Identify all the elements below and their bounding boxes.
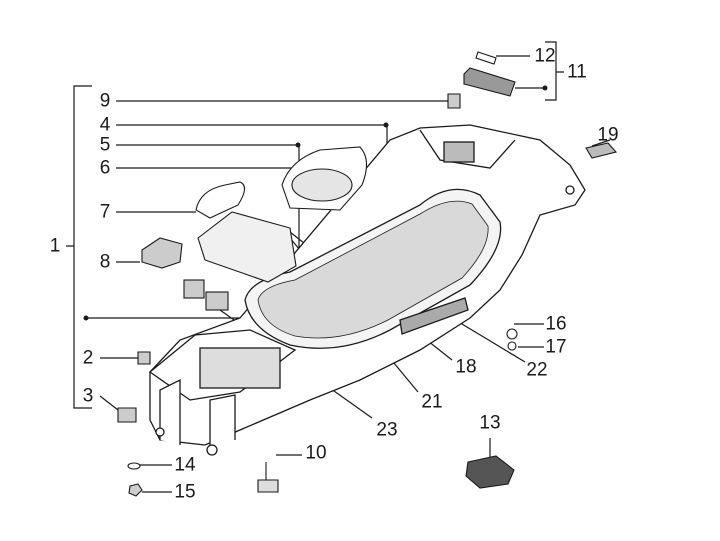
part-2-clip xyxy=(137,351,151,365)
callout-2: 2 xyxy=(82,347,94,369)
part-16-17-washers xyxy=(506,328,518,340)
callout-3: 3 xyxy=(82,385,94,407)
callout-14: 14 xyxy=(174,454,196,476)
callout-18: 18 xyxy=(455,356,477,378)
callout-9: 9 xyxy=(99,90,111,112)
callout-10: 10 xyxy=(305,442,327,464)
part-13-socket xyxy=(465,455,515,489)
part-9-plug xyxy=(447,93,461,109)
group-bracket-11 xyxy=(545,41,564,101)
callout-15: 15 xyxy=(174,481,196,503)
callout-12: 12 xyxy=(534,45,556,67)
callout-16: 16 xyxy=(545,313,567,335)
callout-5: 5 xyxy=(99,134,111,156)
callout-7: 7 xyxy=(99,201,111,223)
callout-17: 17 xyxy=(545,336,567,358)
part-11-lamp xyxy=(463,67,516,97)
callout-22: 22 xyxy=(526,359,548,381)
callout-13: 13 xyxy=(479,412,501,434)
seat-tub xyxy=(148,124,586,456)
callout-1: 1 xyxy=(49,235,61,257)
group-bracket-1 xyxy=(66,85,92,409)
part-21-box xyxy=(197,211,297,283)
callout-19: 19 xyxy=(597,124,619,146)
callout-4: 4 xyxy=(99,114,111,136)
part-3-clip xyxy=(117,407,137,423)
callout-23: 23 xyxy=(376,419,398,441)
part-15-nut xyxy=(128,483,143,497)
part-12-bulb xyxy=(475,51,497,65)
part-7-lid xyxy=(195,181,246,219)
part-14-washer xyxy=(127,462,141,470)
callout-8: 8 xyxy=(99,251,111,273)
part-8-bracket xyxy=(141,237,183,269)
part-10-fitting xyxy=(257,462,279,493)
callout-11: 11 xyxy=(567,61,587,83)
part-23-block xyxy=(183,279,205,299)
callout-21: 21 xyxy=(421,391,443,413)
callout-6: 6 xyxy=(99,157,111,179)
part-19-cap xyxy=(585,142,618,159)
